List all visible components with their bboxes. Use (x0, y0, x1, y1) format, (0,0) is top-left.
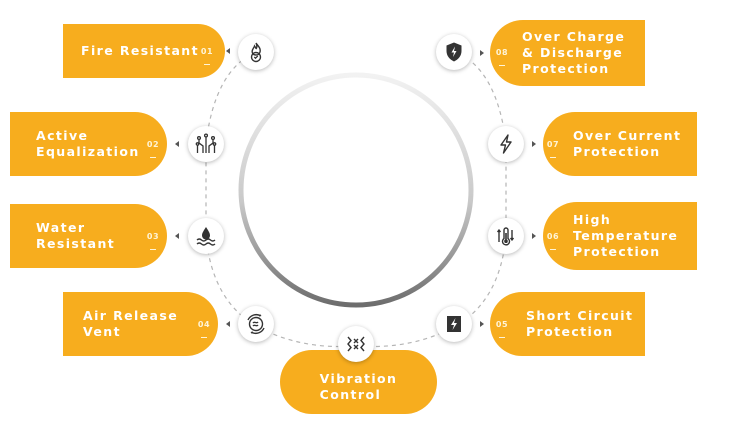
feature-number: 08 (494, 45, 510, 66)
thermometer-icon (488, 218, 524, 254)
pointer-arrow (226, 321, 230, 327)
vibration-icon (338, 326, 374, 362)
feature-label: Vibration Control (319, 371, 398, 402)
feature-label: Over Current Protection (573, 128, 682, 159)
feature-pill-vibration-control: Vibration Control (280, 350, 437, 414)
pointer-arrow (532, 233, 536, 239)
feature-label: High Temperature Protection (573, 212, 679, 259)
feature-pill-over-current: Over Current Protection 07 (543, 112, 697, 176)
pointer-arrow (226, 48, 230, 54)
feature-label: Water Resistant (36, 220, 116, 251)
feature-number: 03 (145, 229, 161, 250)
pointer-arrow (480, 50, 484, 56)
feature-pill-fire-resistant: Fire Resistant 01 (63, 24, 225, 78)
flame-shield-icon (238, 34, 274, 70)
feature-label: Over Charge & Discharge Protection (522, 29, 626, 76)
feature-label: Short Circuit Protection (526, 308, 634, 339)
lightning-icon (488, 126, 524, 162)
pointer-arrow (532, 141, 536, 147)
feature-number: 04 (196, 317, 212, 338)
feature-pill-active-equalization: Active Equalization 02 (10, 112, 167, 176)
feature-number: 02 (145, 137, 161, 158)
pointer-arrow (175, 141, 179, 147)
feature-number: 01 (199, 44, 215, 65)
air-vent-icon (238, 306, 274, 342)
circuit-icon (188, 126, 224, 162)
feature-number: 07 (545, 137, 561, 158)
feature-pill-over-charge-discharge: Over Charge & Discharge Protection 08 (490, 20, 645, 86)
bolt-shield-icon (436, 34, 472, 70)
water-drop-icon (188, 218, 224, 254)
feature-pill-short-circuit: Short Circuit Protection 05 (490, 292, 645, 356)
feature-label: Air Release Vent (83, 308, 179, 339)
feature-number: 05 (494, 317, 510, 338)
feature-label: Active Equalization (36, 128, 140, 159)
pointer-arrow (480, 321, 484, 327)
feature-pill-water-resistant: Water Resistant 03 (10, 204, 167, 268)
short-circuit-icon (436, 306, 472, 342)
feature-pill-high-temperature: High Temperature Protection 06 (543, 202, 697, 270)
feature-pill-air-release-vent: Air Release Vent 04 (63, 292, 218, 356)
pointer-arrow (175, 233, 179, 239)
feature-number: 06 (545, 229, 561, 250)
feature-label: Fire Resistant (81, 43, 199, 58)
